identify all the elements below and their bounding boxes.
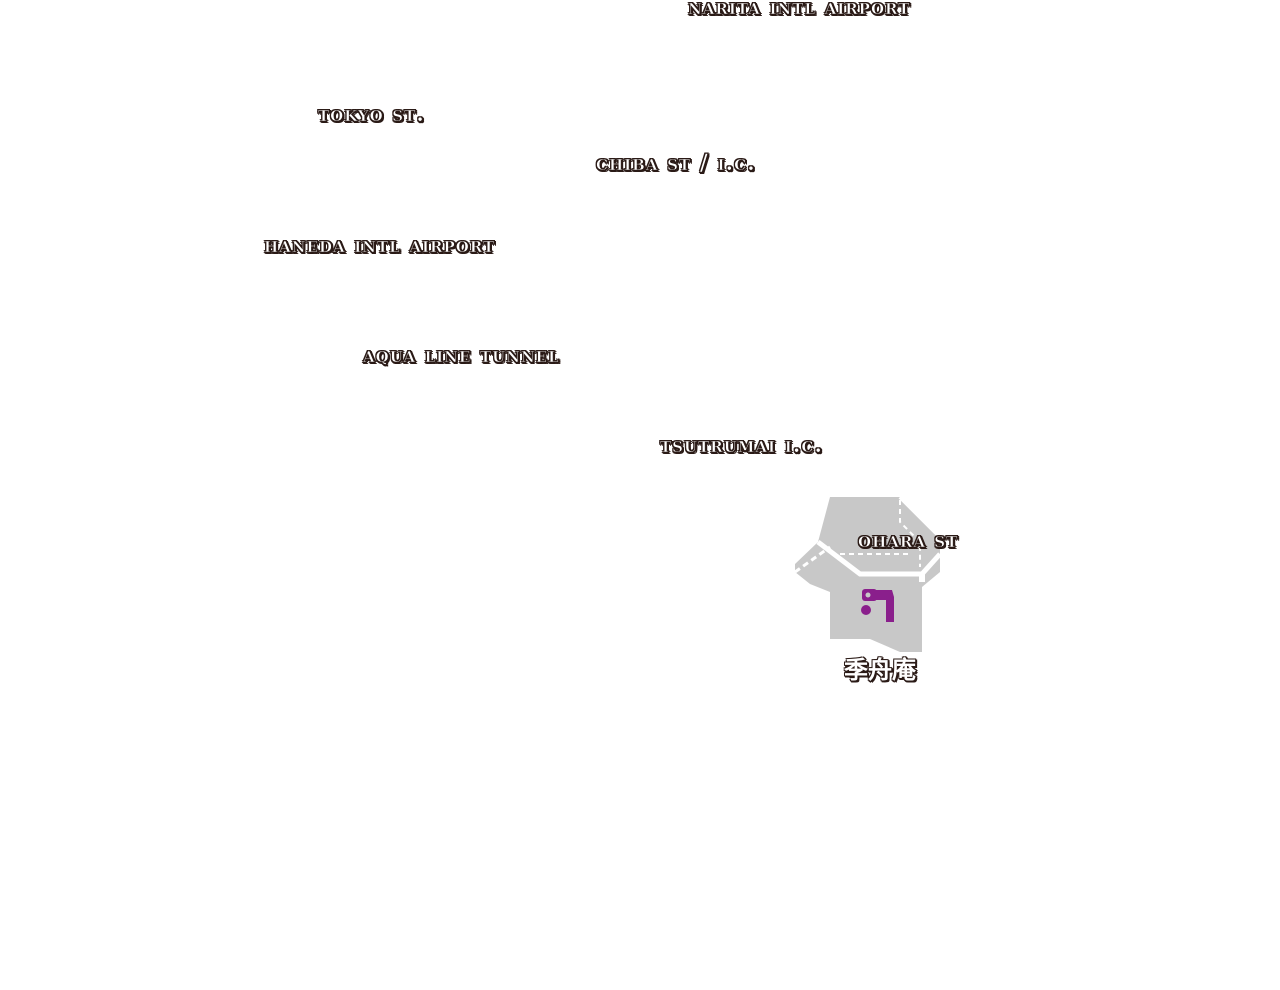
label-narita-airport: NARITA INTL AIRPORT <box>688 0 911 20</box>
shop-logo-icon <box>861 589 894 622</box>
label-ohara-station: OHARA ST <box>858 527 959 552</box>
road-line <box>816 540 942 577</box>
label-haneda-airport: HANEDA INTL AIRPORT <box>264 232 496 258</box>
label-chiba-station: CHIBA ST / I.C. <box>596 150 756 176</box>
destination-name: 季舟庵 <box>844 655 916 684</box>
label-tsurumai-ic: TSUTRUMAI I.C. <box>660 432 823 458</box>
label-aqua-line-tunnel: AQUA LINE TUNNEL <box>363 342 560 368</box>
label-tokyo-station: TOKYO ST. <box>318 101 425 127</box>
road-line <box>899 500 921 567</box>
road-line <box>898 495 942 539</box>
destination-area-map <box>794 495 942 652</box>
road-line <box>794 545 831 574</box>
